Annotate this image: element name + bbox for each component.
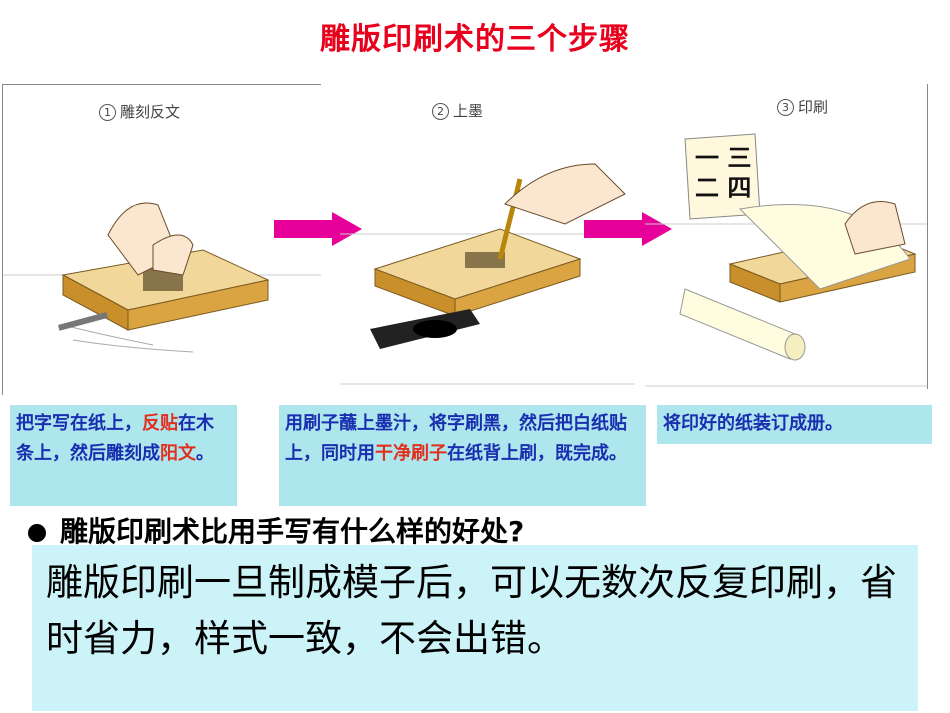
step-text-1: 雕刻反文 [120, 103, 180, 121]
printing-scene: 一 三 二 四 [645, 84, 927, 389]
desc1-text-c: 。 [196, 443, 214, 464]
step-desc-2: 用刷子蘸上墨汁，将字刷黑，然后把白纸贴上，同时用干净刷子在纸背上刷，既完成。 [279, 405, 646, 506]
paper-text-line2: 二 四 [695, 174, 751, 202]
question-text: 雕版印刷术比用手写有什么样的好处? [60, 515, 524, 548]
bullet-icon [28, 524, 46, 542]
question-line: 雕版印刷术比用手写有什么样的好处? [28, 510, 524, 550]
desc1-highlight-c: 阳文 [160, 443, 196, 464]
step-number-3: 3 [777, 99, 794, 116]
desc2-text-b: 在纸背上刷，既完成。 [447, 443, 627, 464]
page-title: 雕版印刷术的三个步骤 [0, 14, 950, 58]
desc1-text-a: 把字写在纸上， [16, 413, 142, 434]
step-number-2: 2 [432, 103, 449, 120]
step-desc-3: 将印好的纸装订成册。 [657, 405, 932, 444]
desc2-highlight: 干净刷子 [375, 443, 447, 464]
paper-text-line1: 一 三 [695, 144, 751, 172]
step-desc-1: 把字写在纸上，反贴在木条上，然后雕刻成阳文。 [10, 405, 237, 506]
answer-box: 雕版印刷一旦制成模子后，可以无数次反复印刷，省时省力，样式一致，不会出错。 [32, 545, 918, 711]
step-number-1: 1 [99, 104, 116, 121]
desc1-highlight-b: 贴 [160, 413, 178, 434]
desc1-highlight-a: 反 [142, 413, 160, 434]
step-text-2: 上墨 [453, 102, 483, 120]
desc3-text: 将印好的纸装订成册。 [663, 413, 843, 434]
step-text-3: 印刷 [798, 98, 828, 116]
